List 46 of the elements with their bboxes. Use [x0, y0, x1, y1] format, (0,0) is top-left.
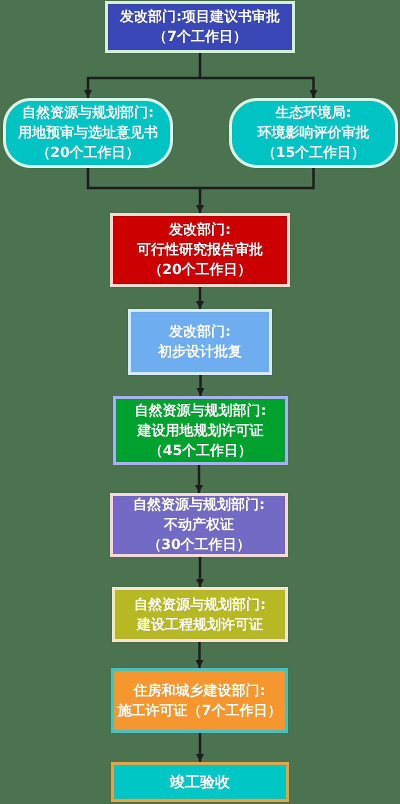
duration-text: （7个工作日）: [153, 28, 247, 47]
task-text: 施工许可证（7个工作日）: [118, 702, 282, 720]
department-text: 发改部门:: [169, 220, 231, 240]
department-text: 发改部门:: [169, 322, 231, 342]
process-box: [113, 396, 288, 465]
duration-text: （20个工作日）: [36, 144, 140, 163]
arrow: [196, 287, 204, 309]
process-box: [111, 668, 288, 733]
task-text: 竣工验收: [170, 772, 230, 792]
duration-text: （15个工作日）: [262, 144, 366, 163]
arrow: [84, 76, 200, 98]
connector-line: [200, 168, 315, 190]
department-text: 住房和城乡建设部门:: [134, 682, 266, 700]
task-text: 建设用地规划许可证: [138, 422, 264, 440]
connector-line: [198, 53, 202, 78]
process-box: [110, 213, 290, 287]
task-text: 用地预审与选址意见书: [18, 124, 158, 143]
arrow: [195, 465, 203, 493]
task-text: 不动产权证: [164, 516, 234, 535]
duration-text: （30个工作日）: [147, 536, 251, 555]
arrow: [196, 188, 204, 213]
task-text: 可行性研究报告审批: [137, 240, 263, 260]
arrow: [196, 733, 204, 762]
process-box: [110, 493, 288, 557]
duration-text: （45个工作日）: [148, 442, 252, 460]
task-text: 建设工程规划许可证: [137, 616, 263, 634]
arrow: [196, 557, 204, 587]
rounded-process-box: [3, 98, 173, 168]
arrow: [200, 76, 318, 98]
rounded-process-box: [229, 98, 398, 168]
arrow: [196, 642, 204, 668]
process-box: [112, 587, 288, 642]
department-text: 自然资源与规划部门:: [134, 402, 266, 420]
task-text: 发改部门:项目建议书审批: [120, 8, 280, 27]
task-text: 环境影响评价审批: [258, 124, 370, 143]
arrow: [196, 375, 204, 396]
process-box: [105, 1, 295, 53]
task-text: 初步设计批复: [158, 342, 242, 362]
department-text: 生态环境局:: [276, 104, 352, 123]
process-box: [111, 762, 289, 802]
department-text: 自然资源与规划部门:: [22, 104, 154, 123]
connector-line: [86, 168, 200, 190]
process-box: [128, 309, 272, 375]
duration-text: （20个工作日）: [148, 261, 252, 280]
department-text: 自然资源与规划部门:: [133, 496, 265, 515]
department-text: 自然资源与规划部门:: [134, 596, 266, 614]
